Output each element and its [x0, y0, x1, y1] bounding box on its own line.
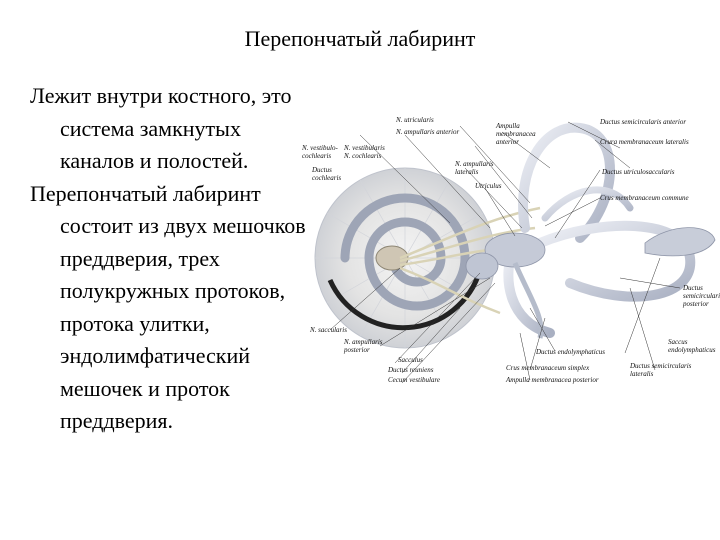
- label-ductus-cochlearis: Ductus cochlearis: [312, 166, 342, 182]
- label-n-saccularis: N. saccularis: [310, 326, 347, 334]
- label-ductus-semicircularis-anterior: Ductus semicircularis anterior: [600, 118, 687, 126]
- label-n-ampullaris-posterior: N. ampullaris posterior: [344, 338, 383, 354]
- label-n-utricularis: N. utricularis: [396, 116, 434, 124]
- paragraph-2: Перепончатый лабиринт состоит из двух ме…: [30, 180, 306, 434]
- label-ductus-reuniens: Ductus reuniens: [388, 366, 434, 374]
- label-n-vestibularis-cochlearis: N. vestibularis N. cochlearis: [344, 144, 385, 160]
- label-saccus-endolymphaticus: Saccus endolymphaticus: [668, 338, 716, 354]
- label-ampulla-membranacea-posterior: Ampulla membranacea posterior: [506, 376, 599, 384]
- body-text: Лежит внутри костного, это система замкн…: [30, 80, 320, 438]
- vestibular-sacs: [465, 227, 716, 339]
- labyrinth-drawing: [314, 121, 716, 384]
- label-utriculus: Utriculus: [475, 182, 502, 190]
- leader-lines: [329, 121, 681, 384]
- paragraph-1: Лежит внутри костного, это система замкн…: [30, 83, 292, 173]
- label-n-ampullaris-anterior: N. ampullaris anterior: [396, 128, 460, 136]
- label-ductus-semicircularis-posterior: Ductus semicircularis posterior: [683, 284, 720, 308]
- label-ductus-utriculosaccularis: Ductus utriculosaccularis: [602, 168, 675, 176]
- label-crus-membranaceum-commune: Crus membranaceum commune: [600, 194, 689, 202]
- membranous-labyrinth-illustration: N. utricularis N. ampullaris anterior Am…: [300, 108, 720, 398]
- label-caecum-vestibulare: Cecum vestibulare: [388, 376, 441, 384]
- label-sacculus: Sacculus: [398, 356, 423, 364]
- label-ampulla-membranacea-anterior: Ampulla membranacea anterior: [496, 122, 536, 146]
- label-ductus-endolymphaticus: Ductus endolymphaticus: [536, 348, 606, 356]
- label-crus-membranaceum-simplex: Crus membranaceum simplex: [506, 364, 590, 372]
- label-ductus-semicircularis-lateralis: Ductus semicircularis lateralis: [630, 362, 692, 378]
- label-n-vestibulo-cochlearis: N. vestibulo- cochlearis: [302, 144, 338, 160]
- label-crus-membranaceum-lateralis: Crura membranaceum lateralis: [600, 138, 689, 146]
- label-n-ampullaris-lateralis: N. ampullaris lateralis: [455, 160, 494, 176]
- slide-title: Перепончатый лабиринт: [244, 26, 476, 51]
- cochlea: [314, 167, 496, 349]
